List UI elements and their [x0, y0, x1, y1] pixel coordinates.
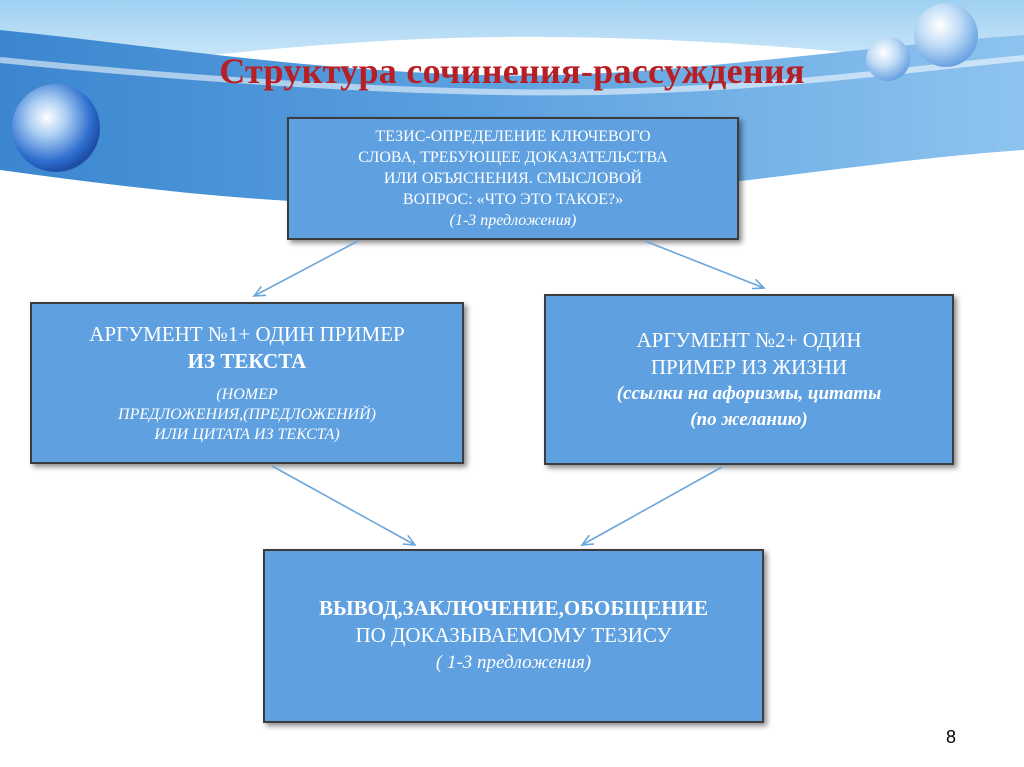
thesis-line: ВОПРОС: «ЧТО ЭТО ТАКОЕ?»: [402, 191, 624, 208]
thesis-line: ТЕЗИС-ОПРЕДЕЛЕНИЕ КЛЮЧЕВОГО: [375, 128, 651, 145]
argument-1-note: ИЛИ ЦИТАТА ИЗ ТЕКСТА): [154, 426, 340, 443]
argument-1-line: ИЗ ТЕКСТА: [187, 349, 307, 373]
conclusion-line: ПО ДОКАЗЫВАЕМОМУ ТЕЗИСУ: [355, 623, 672, 647]
argument-1-note: (НОМЕР: [216, 386, 278, 403]
page-number: 8: [946, 727, 957, 747]
thesis-note: (1-3 предложения): [449, 212, 577, 229]
argument-2-note: (ссылки на афоризмы, цитаты: [616, 382, 882, 404]
conclusion-box: ВЫВОД,ЗАКЛЮЧЕНИЕ,ОБОБЩЕНИЕ ПО ДОКАЗЫВАЕМ…: [263, 549, 764, 723]
argument-2-box: АРГУМЕНТ №2+ ОДИН ПРИМЕР ИЗ ЖИЗНИ (ссылк…: [544, 294, 954, 465]
argument-2-line: АРГУМЕНТ №2+ ОДИН: [636, 327, 862, 352]
thesis-box: ТЕЗИС-ОПРЕДЕЛЕНИЕ КЛЮЧЕВОГО СЛОВА, ТРЕБУ…: [287, 117, 739, 240]
argument-2-note: (по желанию): [690, 408, 808, 430]
argument-1-box: АРГУМЕНТ №1+ ОДИН ПРИМЕР ИЗ ТЕКСТА (НОМЕ…: [30, 302, 464, 464]
conclusion-line: ВЫВОД,ЗАКЛЮЧЕНИЕ,ОБОБЩЕНИЕ: [319, 596, 708, 620]
thesis-line: СЛОВА, ТРЕБУЮЩЕЕ ДОКАЗАТЕЛЬСТВА: [358, 149, 668, 166]
thesis-line: ИЛИ ОБЪЯСНЕНИЯ. СМЫСЛОВОЙ: [383, 170, 643, 187]
argument-1-note: ПРЕДЛОЖЕНИЯ,(ПРЕДЛОЖЕНИЙ): [118, 406, 376, 423]
argument-2-line: ПРИМЕР ИЗ ЖИЗНИ: [650, 354, 848, 379]
argument-1-line: АРГУМЕНТ №1+ ОДИН ПРИМЕР: [89, 322, 405, 346]
slide-title: Структура сочинения-рассуждения: [219, 51, 805, 91]
conclusion-note: ( 1-3 предложения): [435, 652, 592, 673]
